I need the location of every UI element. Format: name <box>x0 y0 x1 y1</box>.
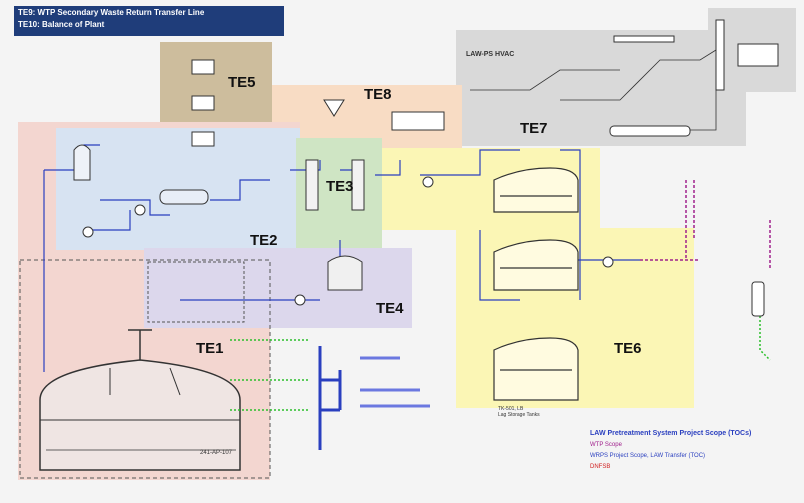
legend-line-3: WRPS Project Scope, LAW Transfer (TOC) <box>590 453 706 459</box>
lag-storage-tank-label: TK-501, LB Lag Storage Tanks <box>498 406 540 418</box>
zone-label-te3: TE3 <box>326 178 354 195</box>
zone-label-te4: TE4 <box>376 300 404 317</box>
zone-te4 <box>144 248 412 328</box>
legend-line-2: WTP Scope <box>590 442 622 448</box>
lawps-hvac-label: LAW-PS HVAC <box>466 51 515 58</box>
zone-label-te5: TE5 <box>228 74 256 91</box>
title-line-1: TE9: WTP Secondary Waste Return Transfer… <box>18 8 205 17</box>
legend-line-4: DNFSB <box>590 464 611 470</box>
title-banner <box>14 6 284 36</box>
tank-te1 <box>39 329 241 471</box>
zone-label-te8: TE8 <box>364 86 392 103</box>
legend-line-1: LAW Pretreatment System Project Scope (T… <box>590 430 752 437</box>
zone-label-te2: TE2 <box>250 232 278 249</box>
zone-label-te1: TE1 <box>196 340 224 357</box>
lag-storage-tanks <box>493 167 579 401</box>
tank-te1-label: 241-AP-107 <box>200 450 233 456</box>
zone-te7 <box>456 30 746 146</box>
title-line-2: TE10: Balance of Plant <box>18 20 105 29</box>
zone-label-te6: TE6 <box>614 340 642 357</box>
zone-label-te7: TE7 <box>520 120 548 137</box>
